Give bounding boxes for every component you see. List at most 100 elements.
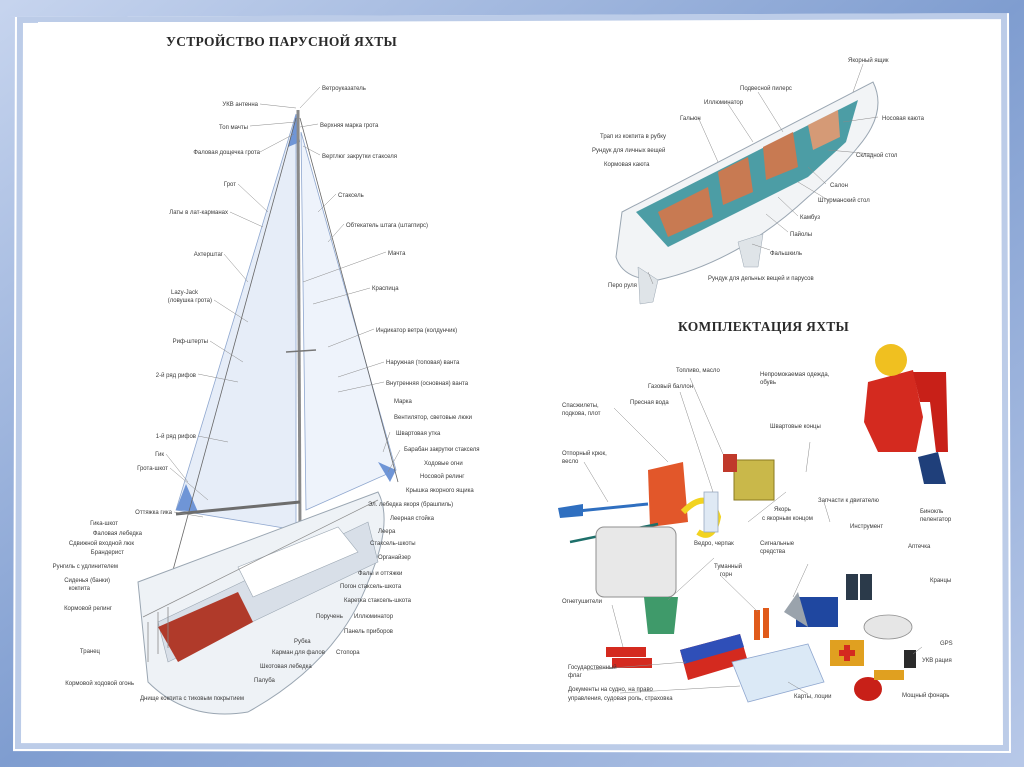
- label-jib: Стаксель: [338, 193, 364, 199]
- cockpit-floor: [158, 592, 253, 662]
- equipment-labels: Топливо, масло Газовый баллон Пресная во…: [562, 368, 953, 702]
- label-boathook: Отпорный крюк,: [562, 450, 607, 457]
- label-lazy-jack-2: (ловушка грота): [168, 298, 212, 304]
- label-boathook-2: весло: [562, 459, 579, 465]
- label-binoculars-2: пеленгатор: [920, 517, 952, 523]
- label-aft-cabin: Кормовая каюта: [604, 162, 650, 168]
- label-pulpit: Носовой релинг: [420, 473, 465, 480]
- charts: [731, 643, 825, 703]
- label-battens: Латы в лат-карманах: [169, 210, 228, 216]
- label-sheet-winch: Шкотовая лебедка: [260, 664, 312, 670]
- label-wind-vane: Ветроуказатель: [322, 86, 366, 92]
- label-furler-drum: Барабан закрутки стакселя: [404, 447, 480, 453]
- yacht-interior-and-equipment: Якорный ящик Подвесной пилерс Иллюминато…: [558, 57, 948, 703]
- label-hatch: Сдвижной входной люк: [69, 540, 135, 547]
- label-fenders: Кранцы: [930, 578, 951, 584]
- label-anchor: Якорь: [774, 507, 791, 513]
- label-seats: Сиденья (банки): [64, 578, 110, 584]
- label-backstay: Ахтерштаг: [194, 252, 224, 258]
- label-pillar: Подвесной пилерс: [740, 85, 792, 92]
- label-furler-swivel: Вертлюг закрутки стакселя: [322, 154, 397, 160]
- label-stay-fairing: Обтекатель штага (штагпирс): [346, 223, 428, 229]
- label-pushpit: Кормовой релинг: [64, 605, 113, 612]
- label-rudder: Перо руля: [608, 283, 637, 289]
- label-sheet-car: Каретка стаксель-шкота: [344, 598, 412, 604]
- label-cap-shroud: Наружная (топовая) ванта: [386, 360, 460, 366]
- label-waterproof-clothing-2: обувь: [760, 380, 776, 386]
- label-extinguishers: Огнетушители: [562, 599, 602, 605]
- label-bucket: Ведро, черпак: [694, 541, 734, 547]
- label-gps: GPS: [940, 641, 953, 647]
- label-engine-spares: Запчасти к двигателю: [818, 498, 879, 504]
- label-mark: Марка: [394, 399, 412, 405]
- label-upper-mark: Верхняя марка грота: [320, 123, 379, 129]
- right-title: КОМПЛЕКТАЦИЯ ЯХТЫ: [678, 319, 850, 334]
- label-locker-personal: Рундук для личных вещей: [592, 147, 665, 154]
- label-windlass: Эл. лебедка якоря (брашпиль): [368, 502, 453, 508]
- label-jib-sheets: Стаксель-шкоты: [370, 541, 416, 547]
- label-lower-shroud: Внутренняя (основная) ванта: [386, 381, 469, 387]
- label-halyards: Фалы и оттяжки: [358, 571, 402, 577]
- label-vhf-radio: УКВ рация: [922, 658, 952, 664]
- boom: [175, 500, 301, 516]
- label-locker-sails: Рундук для дельных вещей и парусов: [708, 275, 814, 282]
- label-lifejackets-2: подкова, плот: [562, 411, 601, 417]
- left-title: УСТРОЙСТВО ПАРУСНОЙ ЯХТЫ: [166, 34, 398, 49]
- label-mainsail: Грот: [224, 182, 236, 188]
- label-headboard: Фаловая дощечка грота: [193, 150, 260, 156]
- label-vang: Оттяжка гика: [135, 510, 172, 516]
- label-masthead: Топ мачты: [219, 125, 248, 131]
- label-halyard-bag: Карман для фалов: [272, 650, 325, 656]
- label-lifelines: Леера: [378, 529, 396, 535]
- label-organizer: Органайзер: [378, 554, 411, 561]
- label-folding-table: Складной стол: [856, 152, 898, 159]
- label-halyard-winch: Фаловая лебедка: [93, 531, 143, 537]
- label-gas-bottle: Газовый баллон: [648, 383, 693, 390]
- label-charts: Карты, лоции: [794, 694, 831, 700]
- label-telltale: Индикатор ветра (колдунчик): [376, 328, 457, 334]
- label-mooring-lines: Швартовые концы: [770, 424, 821, 430]
- label-fore-cabin: Носовая каюта: [882, 116, 925, 122]
- label-lazy-jack: Lazy-Jack: [171, 290, 199, 296]
- mast: [296, 109, 302, 533]
- label-binoculars: Бинокль: [920, 509, 943, 515]
- label-lifejackets: Спасжилеты,: [562, 403, 599, 409]
- label-instrument-panel: Панель приборов: [344, 629, 393, 635]
- label-stern-light: Кормовой ходовой огонь: [65, 680, 134, 687]
- label-keel: Фальшкиль: [770, 251, 802, 257]
- label-companionway: Трап из кокпита в рубку: [600, 134, 666, 140]
- label-state-flag-2: флаг: [568, 673, 583, 679]
- life-jacket: [648, 462, 688, 527]
- label-flashlight: Мощный фонарь: [902, 692, 949, 699]
- label-vents: Вентилятор, световые люки: [394, 415, 472, 421]
- label-cabin: Рубка: [294, 639, 311, 645]
- label-floorboards: Пайолы: [790, 231, 812, 238]
- label-stoppers: Стопора: [336, 650, 360, 656]
- label-fog-horn-2: горн: [720, 572, 732, 578]
- label-boom-sheet: Гика-шкот: [90, 521, 118, 527]
- label-spreaders: Краспица: [372, 286, 399, 292]
- label-fog-horn: Туманный: [714, 563, 742, 570]
- label-fuel-oil: Топливо, масло: [676, 368, 720, 374]
- label-cleat: Швартовая утка: [396, 431, 441, 437]
- label-anchor-well: Якорный ящик: [848, 57, 889, 64]
- label-stanchion: Леерная стойка: [390, 515, 435, 522]
- jib-sail: [300, 131, 397, 511]
- label-reef-2: 2-й ряд рифов: [156, 372, 196, 379]
- label-mainsheet: Грота-шкот: [137, 466, 168, 472]
- fuel-canister: [733, 459, 775, 501]
- label-handrail: Поручень: [316, 614, 343, 620]
- label-mast: Мачта: [388, 251, 406, 257]
- label-waterproof-clothing: Непромокаемая одежда,: [760, 372, 830, 378]
- label-boom: Гик: [155, 452, 164, 458]
- label-chart-table: Штурманский стол: [818, 197, 870, 204]
- label-anchor-2: с якорным концом: [762, 516, 813, 522]
- label-cockpit-floor: Днище кокпита с тиковым покрытием: [140, 696, 244, 702]
- label-anchor-locker: Крышка якорного ящика: [406, 488, 474, 494]
- label-sheet-track: Погон стаксель-шкота: [340, 584, 402, 590]
- label-porthole: Иллюминатор: [704, 100, 744, 106]
- label-tiller: Рунгиль с удлинителем: [53, 564, 118, 570]
- label-saloon: Салон: [830, 183, 848, 189]
- label-tools: Инструмент: [850, 524, 883, 530]
- bucket: [644, 597, 678, 634]
